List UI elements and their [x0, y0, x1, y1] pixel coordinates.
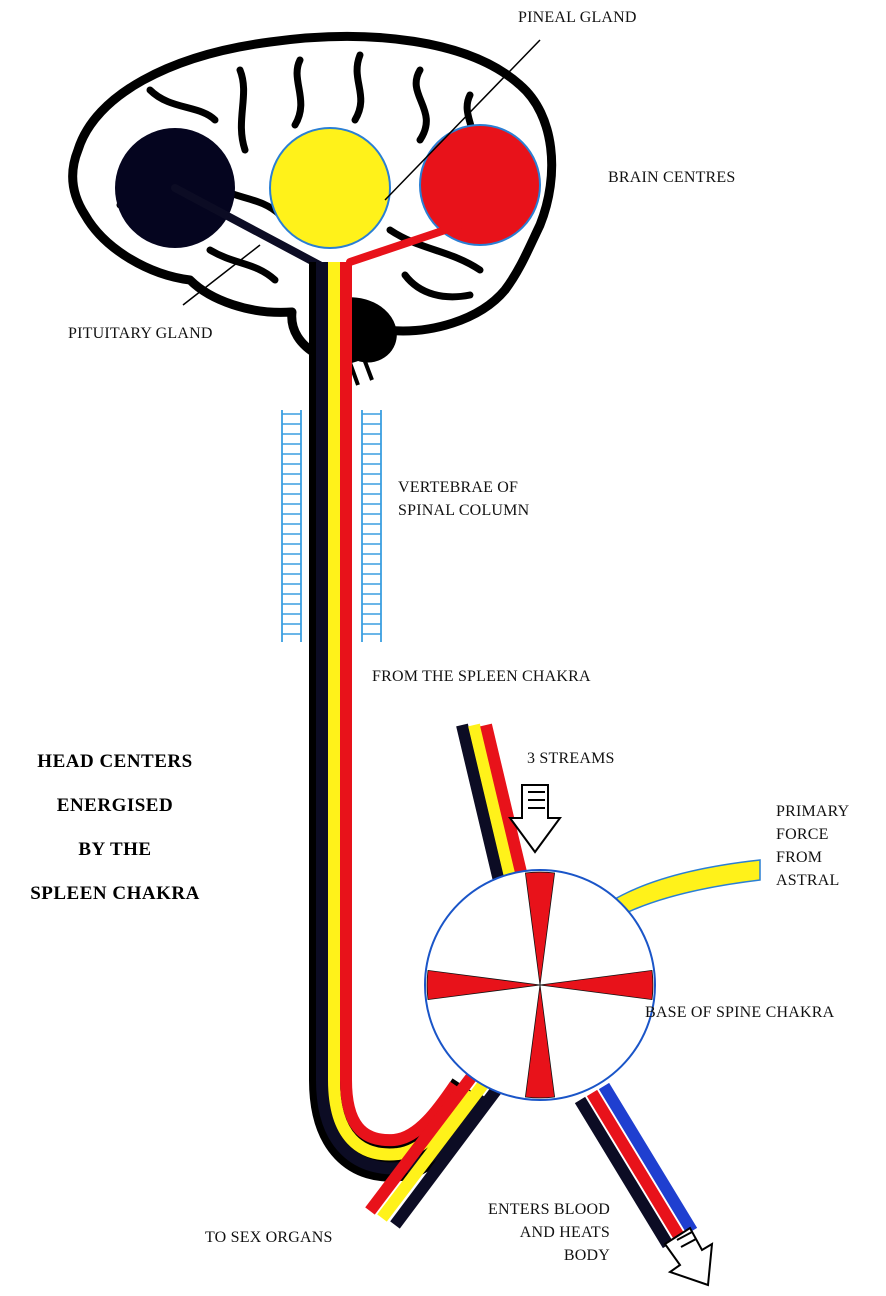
title-line: ENERGISED: [56, 795, 174, 816]
primary-force-line: PRIMARY: [776, 803, 850, 820]
vertebrae-label-line: SPINAL COLUMN: [398, 502, 530, 519]
sex-stream-dark: [390, 1081, 505, 1229]
brain-centre-red: [419, 124, 541, 246]
vertebrae-label-line: VERTEBRAE OF: [398, 479, 519, 496]
diagram-title: HEAD CENTERS ENERGISED BY THE SPLEEN CHA…: [0, 740, 230, 916]
primary-force-line: FORCE: [776, 826, 829, 843]
incoming-stream-red: [480, 723, 530, 887]
to-sex-organs-label: TO SEX ORGANS: [205, 1229, 333, 1246]
three-streams-label: 3 STREAMS: [527, 750, 615, 767]
stream-dark-branch: [171, 184, 329, 272]
pineal-gland-label: PINEAL GLAND: [518, 9, 637, 26]
brain-centres-label: BRAIN CENTRES: [608, 169, 736, 186]
primary-force-label: PRIMARY FORCE FROM ASTRAL: [776, 800, 849, 892]
title-line: SPLEEN CHAKRA: [30, 883, 200, 904]
stream-red-branch: [346, 221, 464, 266]
title-line: BY THE: [78, 839, 152, 860]
incoming-stream-dark: [456, 723, 506, 887]
chakra-spoke: [539, 969, 654, 1001]
arrow-down-icon: [508, 784, 562, 854]
primary-force-line: FROM: [776, 849, 823, 866]
pineal-centre-yellow: [269, 127, 391, 249]
title-line: HEAD CENTERS: [37, 751, 193, 772]
enters-blood-line: ENTERS BLOOD: [488, 1201, 610, 1218]
outgoing-stream-red: [586, 1089, 686, 1242]
pituitary-gland-label: PITUITARY GLAND: [68, 325, 213, 342]
outgoing-stream-blue: [598, 1082, 698, 1235]
enters-blood-label: ENTERS BLOOD AND HEATS BODY: [454, 1198, 610, 1267]
sex-stream-red: [365, 1067, 481, 1215]
sex-stream-yellow: [377, 1074, 493, 1222]
enters-blood-line: AND HEATS: [519, 1224, 610, 1241]
primary-force-line: ASTRAL: [776, 872, 840, 889]
base-of-spine-label: BASE OF SPINE CHAKRA: [645, 1004, 835, 1021]
enters-blood-line: BODY: [563, 1247, 610, 1264]
pineal-leader: [384, 39, 541, 201]
from-spleen-label: FROM THE SPLEEN CHAKRA: [372, 668, 591, 685]
pituitary-leader: [182, 244, 261, 306]
spine-stream-red: [340, 262, 460, 1147]
outgoing-stream-dark: [574, 1096, 674, 1249]
incoming-stream-yellow: [468, 723, 518, 887]
chakra-spoke: [426, 969, 541, 1001]
chakra-spoke: [524, 984, 556, 1099]
spine-stream-yellow: [328, 262, 474, 1161]
vertebrae-label: VERTEBRAE OF SPINAL COLUMN: [398, 476, 529, 522]
base-of-spine-chakra: [424, 869, 656, 1101]
chakra-spoke: [524, 871, 556, 986]
arrow-down-right-icon: [663, 1226, 714, 1287]
